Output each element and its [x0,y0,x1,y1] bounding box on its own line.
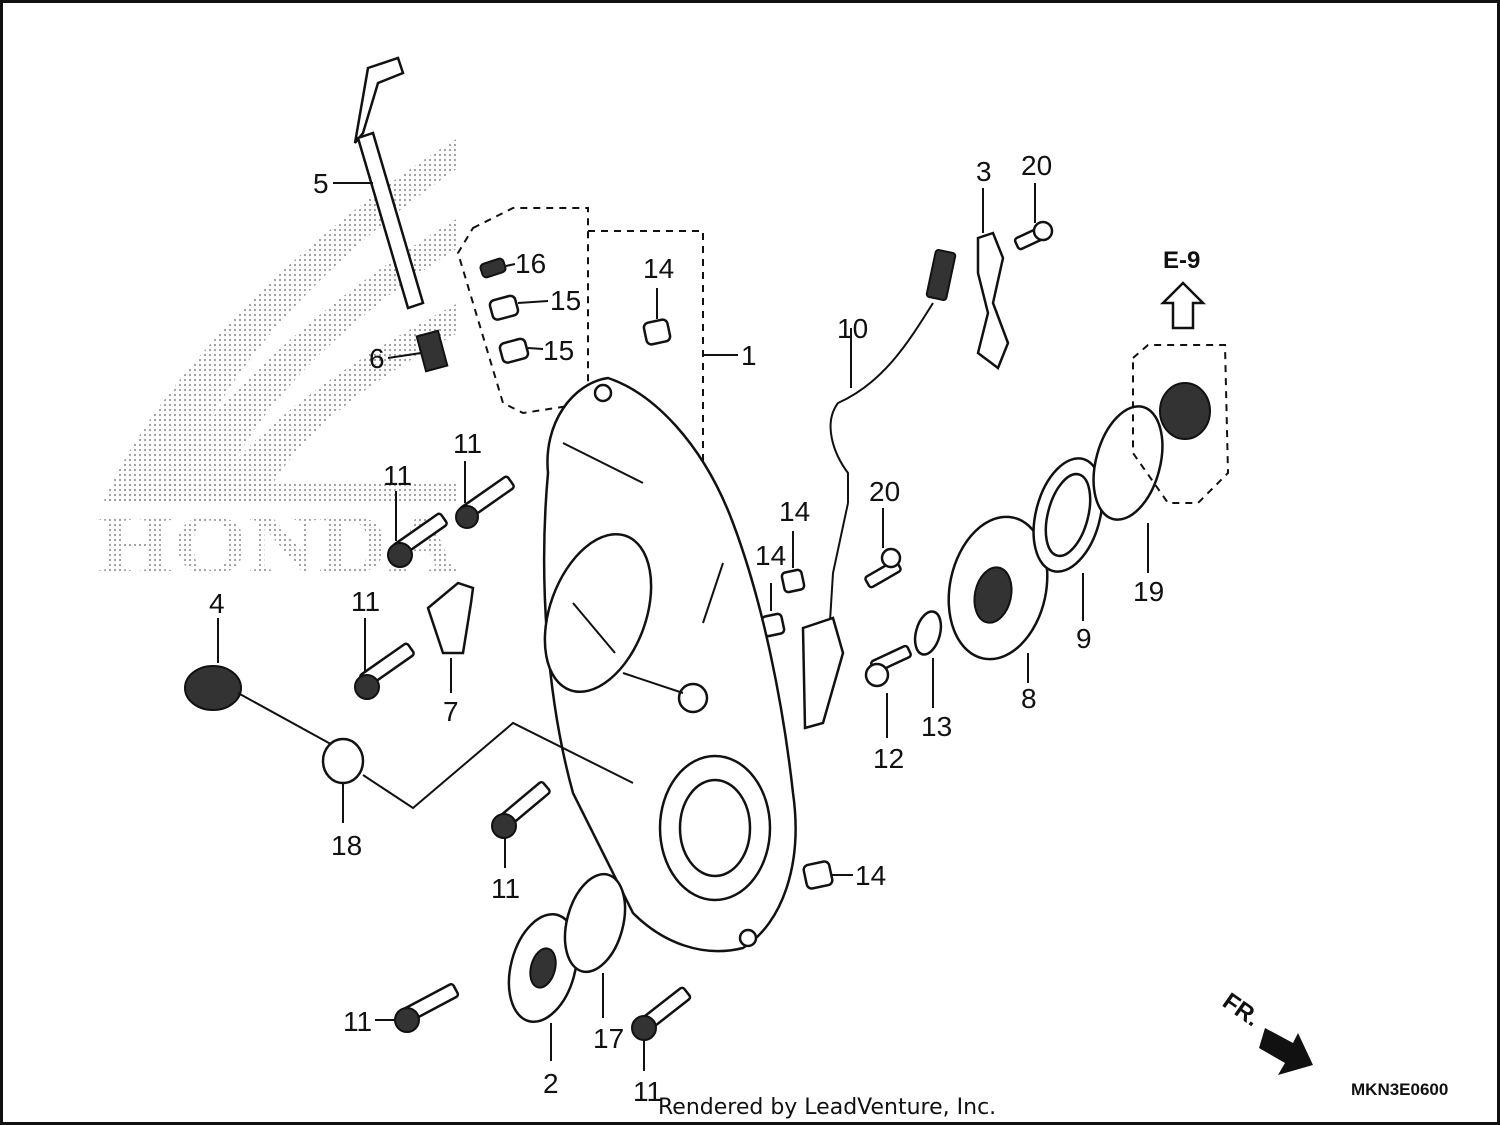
callout-13[interactable]: 13 [921,711,952,742]
part-20-bolt-top [1013,183,1054,251]
reference-group-outline [1132,344,1230,504]
callout-20-mid[interactable]: 20 [869,476,900,507]
callout-10[interactable]: 10 [837,313,868,344]
callout-11-b[interactable]: 11 [383,460,412,491]
needle-bearing [1159,382,1211,440]
callout-5[interactable]: 5 [313,168,329,199]
callout-1[interactable]: 1 [741,340,757,371]
callout-11-f[interactable]: 11 [633,1076,662,1107]
callout-12[interactable]: 12 [873,743,904,774]
part-1-clutch-cover [542,376,797,953]
credit-text: Rendered by LeadVenture, Inc. [658,1095,997,1120]
part-11-bolt-a [455,461,515,529]
part-8-plate [947,515,1049,683]
part-4-oil-filler-cap [184,618,339,749]
part-11-bolt-b [387,491,448,568]
callout-8[interactable]: 8 [1021,683,1037,714]
reference-label[interactable]: E-9 [1163,247,1200,274]
honda-wing-watermark [103,138,458,503]
callout-14-low[interactable]: 14 [855,860,886,891]
part-2-cap [507,912,579,1061]
callout-11-c[interactable]: 11 [351,586,380,617]
part-5-dipstick [333,56,425,310]
callout-17[interactable]: 17 [593,1023,624,1054]
exploded-parts-diagram: HONDA [98,56,1448,1107]
part-15-sleeve-b [498,337,544,364]
part-11-bolt-f [631,986,692,1071]
part-14-dowel-mid-b [780,531,806,594]
callout-9[interactable]: 9 [1076,623,1092,654]
callout-20-top[interactable]: 20 [1021,150,1052,181]
part-17-o-ring [563,872,627,1018]
group-outline-15-16 [456,207,589,415]
part-11-bolt-d [491,780,551,868]
callout-14-mid-a[interactable]: 14 [755,540,786,571]
callout-11-e[interactable]: 11 [343,1006,372,1037]
callout-7[interactable]: 7 [443,696,459,727]
callout-2[interactable]: 2 [543,1068,559,1099]
part-14-dowel-low [802,860,853,890]
part-19-snap-ring [1092,405,1164,573]
part-7-clip [426,581,475,693]
part-11-bolt-e [375,983,460,1033]
part-12-bolt [864,644,912,738]
diagram-code: MKN3E0600 [1351,1080,1448,1099]
part-3-plate [976,188,1010,370]
part-6-spring [387,329,449,373]
part-11-bolt-c [354,618,415,700]
part-9-seal [1032,457,1104,621]
callout-19[interactable]: 19 [1133,576,1164,607]
callout-6[interactable]: 6 [369,343,385,374]
part-18-o-ring [321,721,634,823]
part-16-ring [479,257,516,279]
part-15-sleeve-a [488,294,549,321]
callout-18[interactable]: 18 [331,830,362,861]
callout-4[interactable]: 4 [209,588,225,619]
part-13-washer [913,610,943,708]
part-14-dowel-top [642,288,672,346]
callout-11-d[interactable]: 11 [491,873,520,904]
callout-15-b[interactable]: 15 [543,335,574,366]
part-10-sensor-cable [801,249,957,730]
callout-15-a[interactable]: 15 [550,285,581,316]
front-direction-arrow-icon [1259,1028,1313,1075]
front-direction-label: FR. [1218,988,1265,1032]
callout-3[interactable]: 3 [976,156,992,187]
callout-14-mid-b[interactable]: 14 [779,496,810,527]
reference-arrow-icon [1159,281,1207,330]
callout-11-a[interactable]: 11 [453,428,482,459]
part-20-bolt-mid [864,508,902,589]
callout-14-top[interactable]: 14 [643,253,674,284]
callout-16[interactable]: 16 [515,248,546,279]
